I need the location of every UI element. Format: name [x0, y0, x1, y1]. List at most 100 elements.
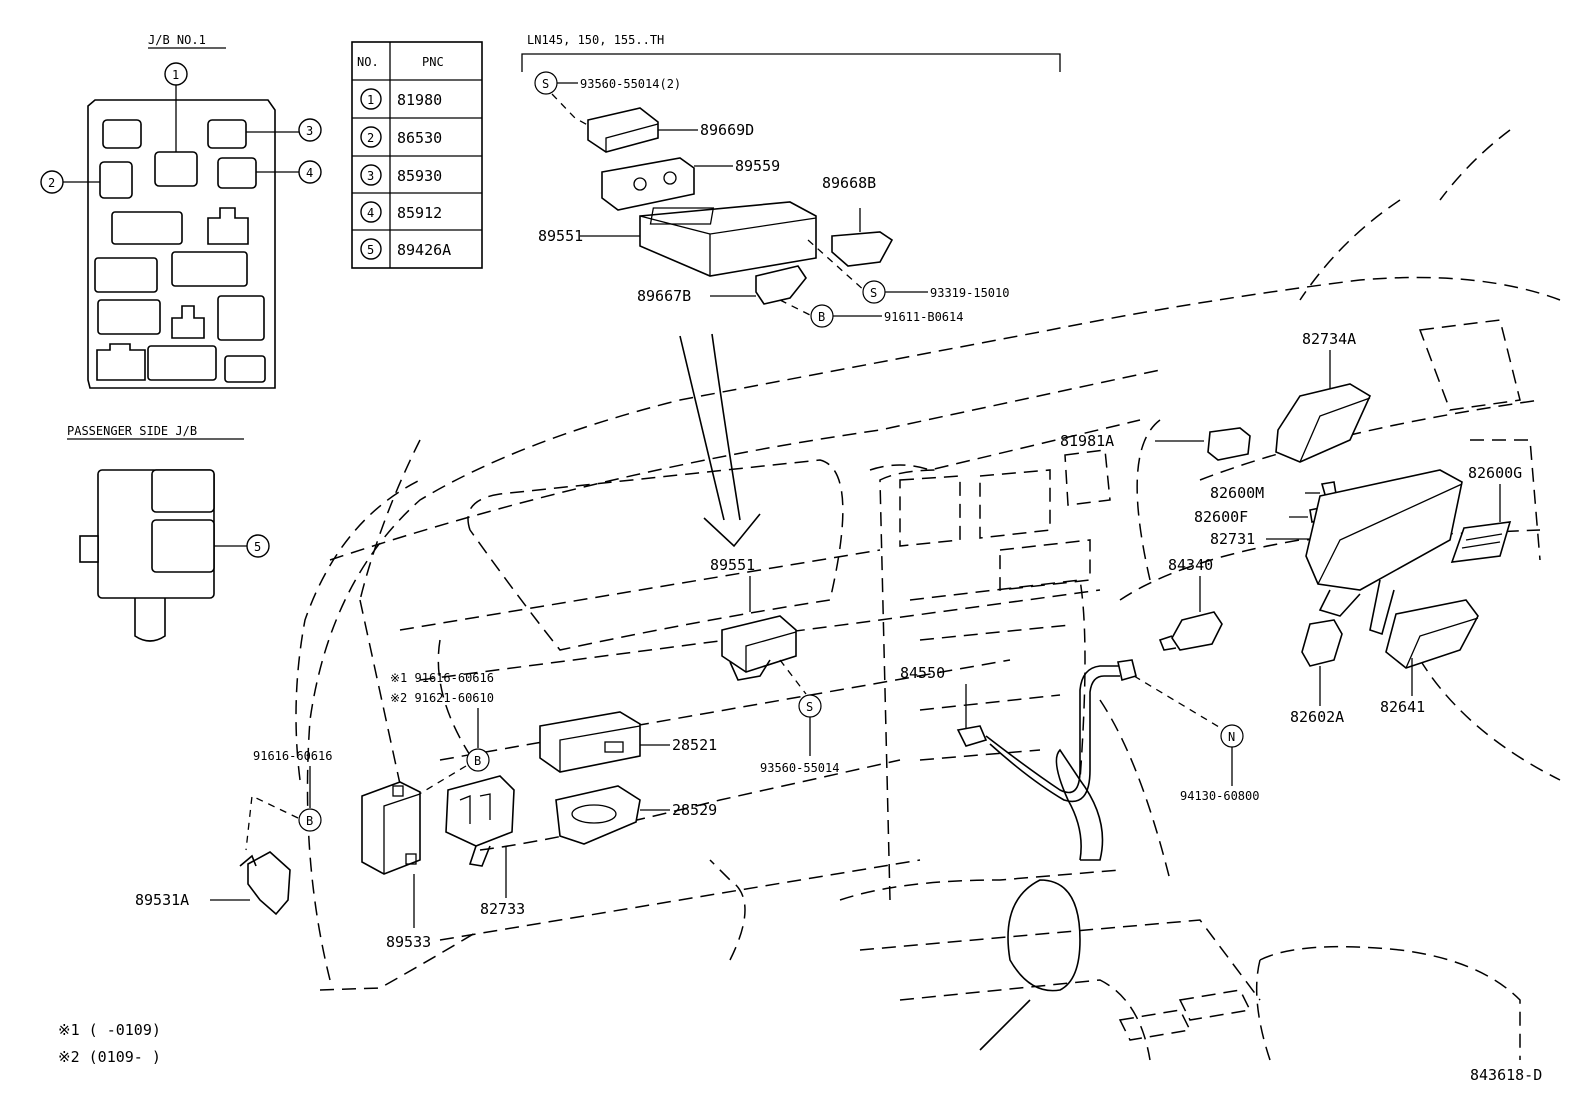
passenger-jb-header: PASSENGER SIDE J/B: [67, 424, 197, 438]
ecu-28521: [539, 711, 641, 773]
passenger-jb-tab: [79, 535, 99, 563]
dash-contour: [1299, 199, 1401, 301]
dash-contour: [306, 276, 1561, 981]
console-outline: [859, 919, 1261, 1001]
pnc-table-border: [351, 41, 483, 269]
jb-relay-slot: [94, 257, 158, 293]
part-28521: 28521: [672, 736, 717, 754]
connector-84550: [956, 725, 988, 747]
jb-82731-bracket: [1369, 579, 1395, 636]
dash-contour: [419, 589, 1101, 681]
bracket-89669d: [587, 107, 659, 153]
table-pnc-5: 89426A: [397, 241, 451, 259]
part-84550: 84550: [900, 664, 945, 682]
switch-84340-tip: [1158, 635, 1177, 651]
table-no-3: 3: [367, 169, 374, 183]
shift-knob: [1007, 879, 1081, 992]
model-range-bracket: [521, 53, 1061, 72]
callout-3-label: 3: [306, 124, 313, 138]
relay-block-82733: [445, 775, 515, 847]
table-no-circle: [360, 88, 382, 110]
switch-84550: [1117, 659, 1137, 682]
ecu-89533-edge: [383, 793, 421, 874]
jb-fuse-slot: [154, 151, 198, 187]
table-no-circle: [360, 238, 382, 260]
middle-parts-group: 89551 S 93560-55014 28521 28529 84550 N …: [539, 556, 1259, 845]
passenger-jb-harness: [134, 598, 166, 642]
ecu-89533-hole: [405, 853, 417, 865]
dash-contour: [869, 419, 1141, 471]
jb-82731-edge: [1317, 483, 1463, 585]
assembly-dash-line: [415, 765, 467, 797]
bolt-b-letter: B: [306, 814, 313, 828]
console-line: [979, 999, 1031, 1051]
dash-contour: [319, 929, 481, 991]
jb-relay-slot: [171, 305, 205, 339]
ecu-82734a-edge: [1299, 397, 1371, 463]
console-outline: [919, 624, 1071, 641]
callout-1-label: 1: [172, 68, 179, 82]
console-vent: [979, 469, 1051, 539]
jb-82731-connector: [1318, 589, 1361, 617]
console-panel: [999, 539, 1091, 591]
part-91616-60616-b: 91616-60616: [253, 749, 332, 763]
part-82641: 82641: [1380, 698, 1425, 716]
callout-2-label: 2: [48, 176, 55, 190]
console-vent: [899, 475, 961, 547]
console-outline: [839, 869, 1121, 901]
passenger-jb-relay: [151, 469, 215, 513]
part-91611-b0614: 91611-B0614: [884, 310, 963, 324]
dash-contour: [467, 459, 844, 651]
jb-relay-slot: [97, 299, 161, 335]
console-switch: [1178, 989, 1252, 1021]
bolt-b-symbol: [466, 748, 490, 772]
bolt-b-letter: B: [474, 754, 481, 768]
table-pnc-3: 85930: [397, 167, 442, 185]
ecu-89551-label-plate: [649, 207, 715, 225]
dash-contour: [295, 479, 421, 781]
hatch: [1461, 541, 1501, 549]
bolt-b-letter: B: [818, 310, 825, 324]
dash-contour: [1439, 129, 1511, 201]
screw-s-letter: S: [542, 77, 549, 91]
jb-fuse-slot: [207, 119, 247, 149]
part-93560-55014: 93560-55014: [760, 761, 839, 775]
right-ecu-group: 82734A 81981A 82600G 82600M 82600F 82731…: [1060, 330, 1522, 726]
table-no-4: 4: [367, 206, 374, 220]
label-82600g: [1450, 521, 1512, 563]
ecu-28521-connector: [604, 741, 624, 753]
table-no-circle: [360, 164, 382, 186]
screw-s-letter: S: [870, 286, 877, 300]
ecu-28521-edge: [559, 725, 641, 772]
console-outline: [899, 979, 1151, 1061]
table-no-5: 5: [367, 243, 374, 257]
pnc-table: NO. PNC 1 81980 2 86530 3 85930 4 85912 …: [351, 41, 483, 269]
bracket-89668b: [831, 231, 894, 267]
jb-relay-slot: [96, 343, 146, 381]
console-outline: [919, 749, 1041, 761]
part-89559: 89559: [735, 157, 780, 175]
table-no-1: 1: [367, 93, 374, 107]
dash-contour: [709, 859, 746, 961]
part-94130-60800: 94130-60800: [1180, 789, 1259, 803]
part-89531a: 89531A: [135, 891, 189, 909]
dashboard-outline: [295, 129, 1561, 1061]
assembly-dash-line: [245, 795, 299, 851]
table-no-2: 2: [367, 131, 374, 145]
ecu-89551-mid-bracket: [729, 659, 771, 681]
part-89669d: 89669D: [700, 121, 754, 139]
footnote-1: ※1 ( -0109): [58, 1021, 161, 1039]
footnotes-group: ※1 ( -0109) ※2 (0109- ) 843618-D: [58, 1021, 1542, 1084]
sensor-89531a-tab: [239, 854, 257, 867]
part-82600g: 82600G: [1468, 464, 1522, 482]
part-82734a: 82734A: [1302, 330, 1356, 348]
part-89551-top: 89551: [538, 227, 583, 245]
part-93319-15010: 93319-15010: [930, 286, 1009, 300]
ecu-89551-mid-edge: [745, 631, 797, 672]
bracket-89667b: [755, 265, 807, 305]
model-range-header: LN145, 150, 155..TH: [527, 33, 664, 47]
dash-contour: [399, 549, 881, 631]
jb-82731: [1305, 469, 1463, 591]
left-lower-group: ※1 91616-60616 ※2 91621-60610 B 91616-60…: [135, 671, 525, 951]
